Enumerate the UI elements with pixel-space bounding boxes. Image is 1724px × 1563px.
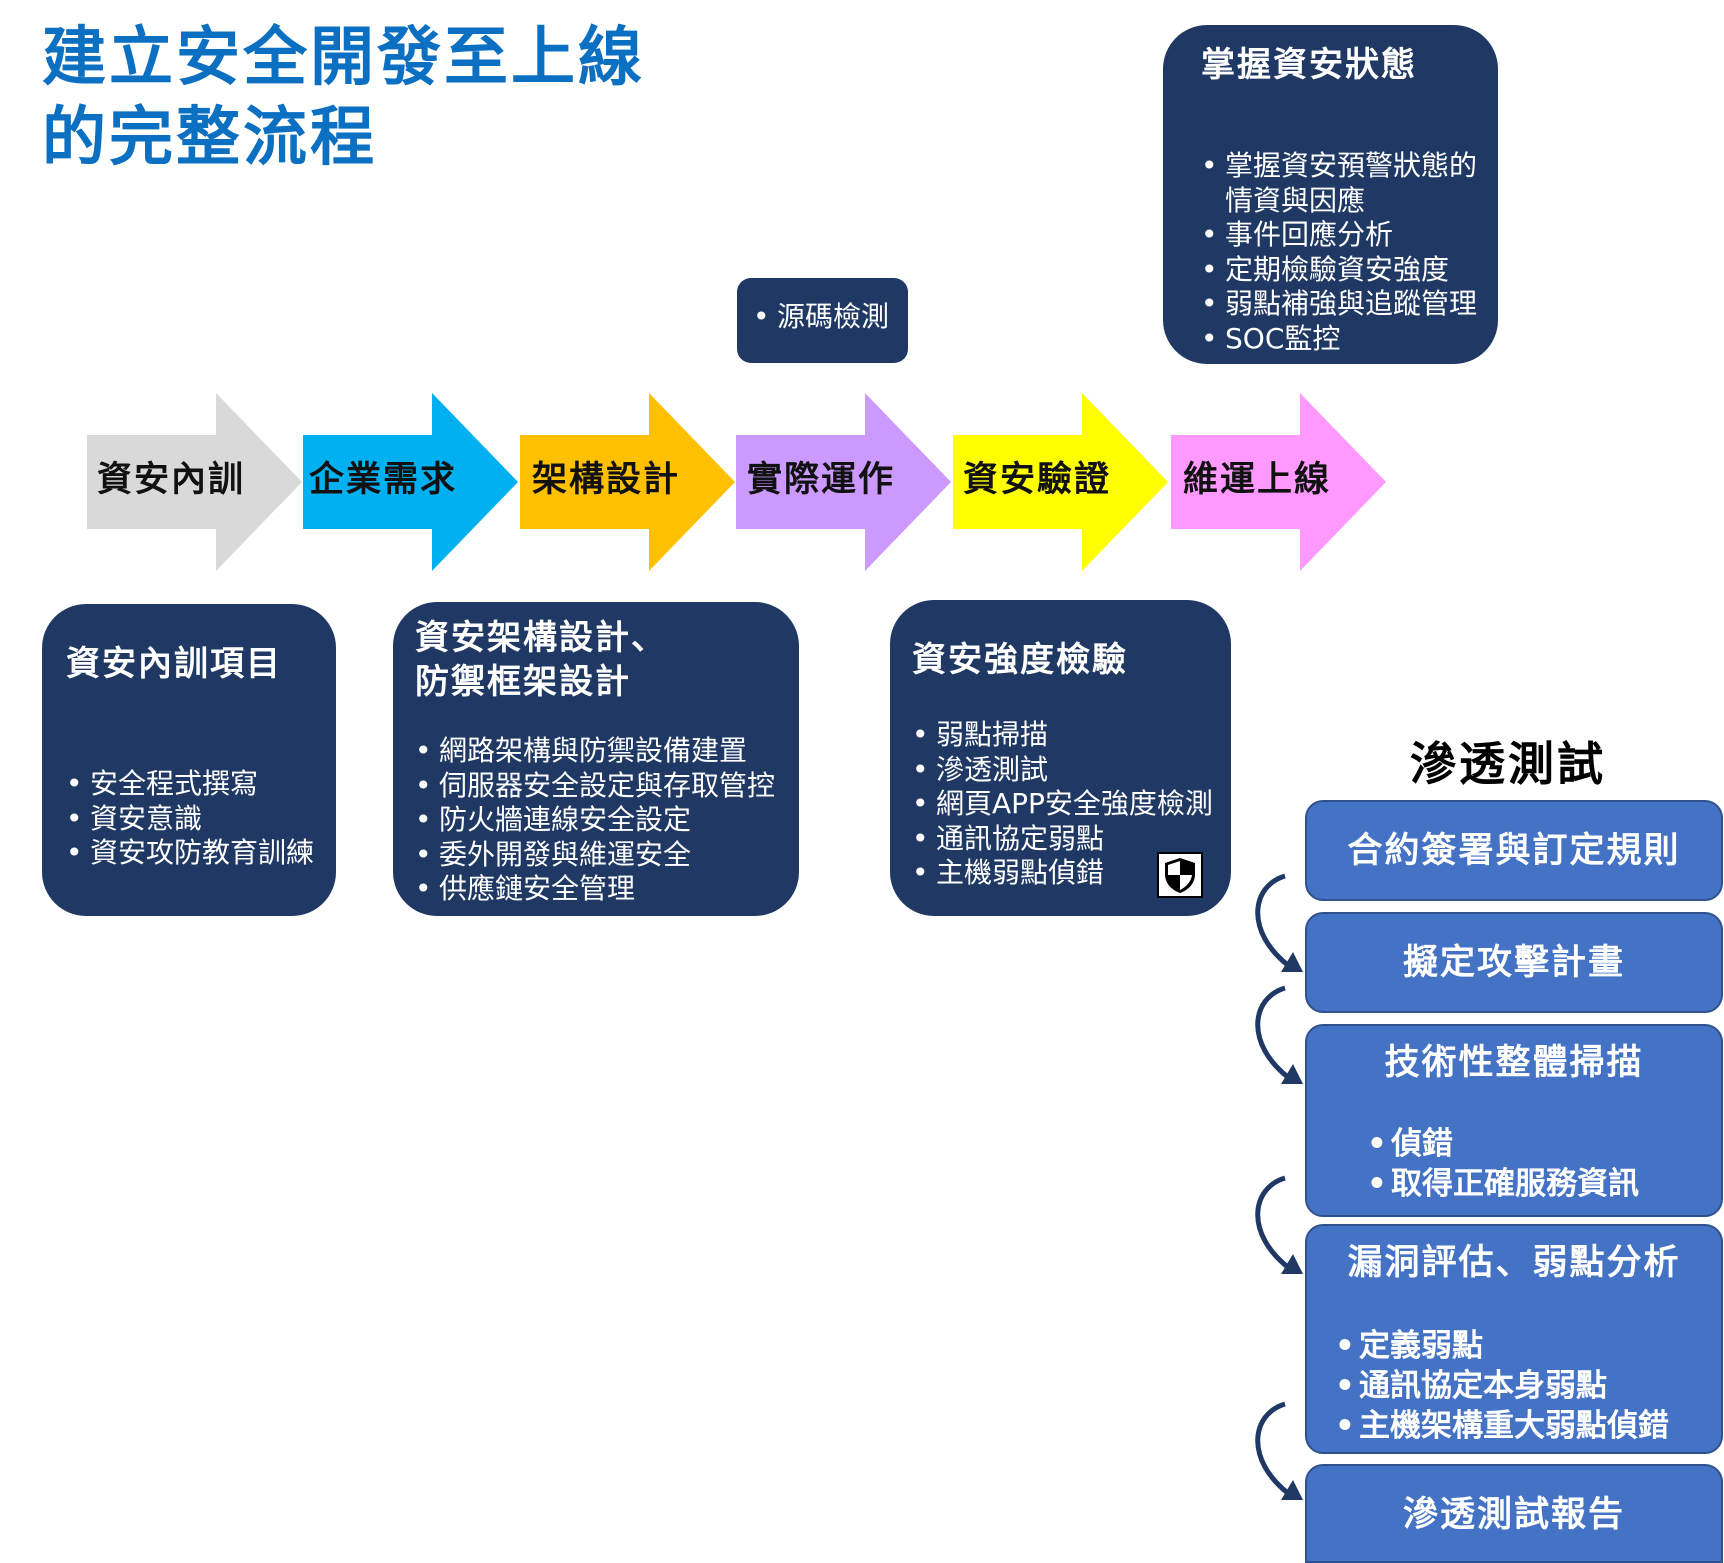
architecture-design-heading-1: 資安架構設計、 [415, 618, 667, 658]
security-status-heading: 掌握資安狀態 [1201, 45, 1417, 85]
list-item: 網路架構與防禦設備建置 [413, 734, 775, 769]
architecture-design-box: 資安架構設計、 防禦框架設計 網路架構與防禦設備建置 伺服器安全設定與存取管控 … [393, 602, 799, 916]
security-strength-heading: 資安強度檢驗 [912, 640, 1128, 680]
arrow-shape-2 [303, 393, 518, 571]
list-item: 資安攻防教育訓練 [64, 836, 314, 871]
process-step-label: 維運上線 [1183, 460, 1332, 500]
list-item: SOC監控 [1199, 322, 1477, 357]
arrow-shape-6 [1171, 393, 1386, 571]
list-item: 網頁APP安全強度檢測 [910, 787, 1213, 822]
list-item: 供應鏈安全管理 [413, 872, 775, 907]
list-item: 主機弱點偵錯 [910, 856, 1213, 891]
list-item: 事件回應分析 [1199, 218, 1477, 253]
architecture-design-list: 網路架構與防禦設備建置 伺服器安全設定與存取管控 防火牆連線安全設定 委外開發與… [413, 734, 775, 907]
curved-arrow-icon [1255, 985, 1303, 1084]
process-step-6: 維運上線 [1171, 393, 1386, 571]
source-code-check-list: 源碼檢測 [751, 300, 889, 335]
process-step-label: 資安內訓 [97, 460, 246, 500]
title-line-1: 建立安全開發至上線 [42, 21, 645, 95]
pentest-step-list: 偵錯 取得正確服務資訊 [1365, 1124, 1639, 1204]
list-item: 通訊協定弱點 [910, 822, 1213, 857]
curved-arrow-icon [1255, 873, 1303, 972]
architecture-design-heading-2: 防禦框架設計 [415, 662, 631, 702]
page-title: 建立安全開發至上線 的完整流程 [42, 18, 645, 178]
arrow-shape-4 [736, 393, 951, 571]
list-item: 委外開發與維運安全 [413, 838, 775, 873]
process-step-2: 企業需求 [303, 393, 518, 571]
pentest-step-heading: 滲透測試報告 [1402, 1495, 1625, 1535]
list-item: 定義弱點 [1333, 1326, 1669, 1366]
list-item: 防火牆連線安全設定 [413, 803, 775, 838]
list-item: 安全程式撰寫 [64, 767, 314, 802]
training-items-heading: 資安內訓項目 [66, 644, 282, 684]
list-item: 取得正確服務資訊 [1365, 1164, 1639, 1204]
pentest-step-5: 滲透測試報告 [1305, 1464, 1723, 1563]
process-step-label: 實際運作 [747, 460, 896, 500]
list-item: 源碼檢測 [751, 300, 889, 335]
title-line-2: 的完整流程 [42, 101, 377, 175]
list-item: 掌握資安預警狀態的 [1199, 149, 1477, 184]
list-item: 弱點掃描 [910, 718, 1213, 753]
list-item: 主機架構重大弱點偵錯 [1333, 1406, 1669, 1446]
pentest-step-heading: 技術性整體掃描 [1384, 1043, 1644, 1083]
training-items-box: 資安內訓項目 安全程式撰寫 資安意識 資安攻防教育訓練 [42, 604, 336, 916]
pentest-step-2: 擬定攻擊計畫 [1305, 912, 1723, 1013]
list-item: 定期檢驗資安強度 [1199, 253, 1477, 288]
pentest-step-heading: 漏洞評估、弱點分析 [1347, 1243, 1681, 1283]
curved-arrow-icon [1255, 1175, 1303, 1274]
curved-arrow-icon [1255, 1401, 1303, 1500]
arrow-shape-3 [520, 393, 735, 571]
list-item: 伺服器安全設定與存取管控 [413, 769, 775, 804]
process-step-label: 企業需求 [309, 460, 458, 500]
security-status-box: 掌握資安狀態 掌握資安預警狀態的 情資與因應 事件回應分析 定期檢驗資安強度 弱… [1163, 25, 1498, 364]
list-item: 通訊協定本身弱點 [1333, 1366, 1669, 1406]
pentest-title: 滲透測試 [1410, 737, 1606, 791]
list-item: 資安意識 [64, 802, 314, 837]
list-item: 偵錯 [1365, 1124, 1639, 1164]
security-status-list: 掌握資安預警狀態的 情資與因應 事件回應分析 定期檢驗資安強度 弱點補強與追蹤管… [1199, 149, 1477, 356]
pentest-step-1: 合約簽署與訂定規則 [1305, 800, 1723, 901]
process-step-4: 實際運作 [736, 393, 951, 571]
training-items-list: 安全程式撰寫 資安意識 資安攻防教育訓練 [64, 767, 314, 871]
process-step-label: 資安驗證 [963, 460, 1112, 500]
source-code-check-box: 源碼檢測 [737, 278, 908, 363]
pentest-step-3: 技術性整體掃描 偵錯 取得正確服務資訊 [1305, 1024, 1723, 1217]
shield-icon [1157, 852, 1203, 898]
list-item: 情資與因應 [1225, 183, 1366, 217]
pentest-step-4: 漏洞評估、弱點分析 定義弱點 通訊協定本身弱點 主機架構重大弱點偵錯 [1305, 1224, 1723, 1454]
list-item: 滲透測試 [910, 753, 1213, 788]
list-item: 弱點補強與追蹤管理 [1199, 287, 1477, 322]
process-step-label: 架構設計 [532, 460, 681, 500]
pentest-step-list: 定義弱點 通訊協定本身弱點 主機架構重大弱點偵錯 [1333, 1326, 1669, 1446]
process-step-3: 架構設計 [520, 393, 735, 571]
pentest-step-heading: 合約簽署與訂定規則 [1347, 831, 1681, 871]
process-step-1: 資安內訓 [87, 393, 302, 571]
arrow-shape-1 [87, 393, 302, 571]
arrow-shape-5 [953, 393, 1168, 571]
pentest-step-heading: 擬定攻擊計畫 [1402, 943, 1625, 983]
security-strength-list: 弱點掃描 滲透測試 網頁APP安全強度檢測 通訊協定弱點 主機弱點偵錯 [910, 718, 1213, 891]
process-step-5: 資安驗證 [953, 393, 1168, 571]
